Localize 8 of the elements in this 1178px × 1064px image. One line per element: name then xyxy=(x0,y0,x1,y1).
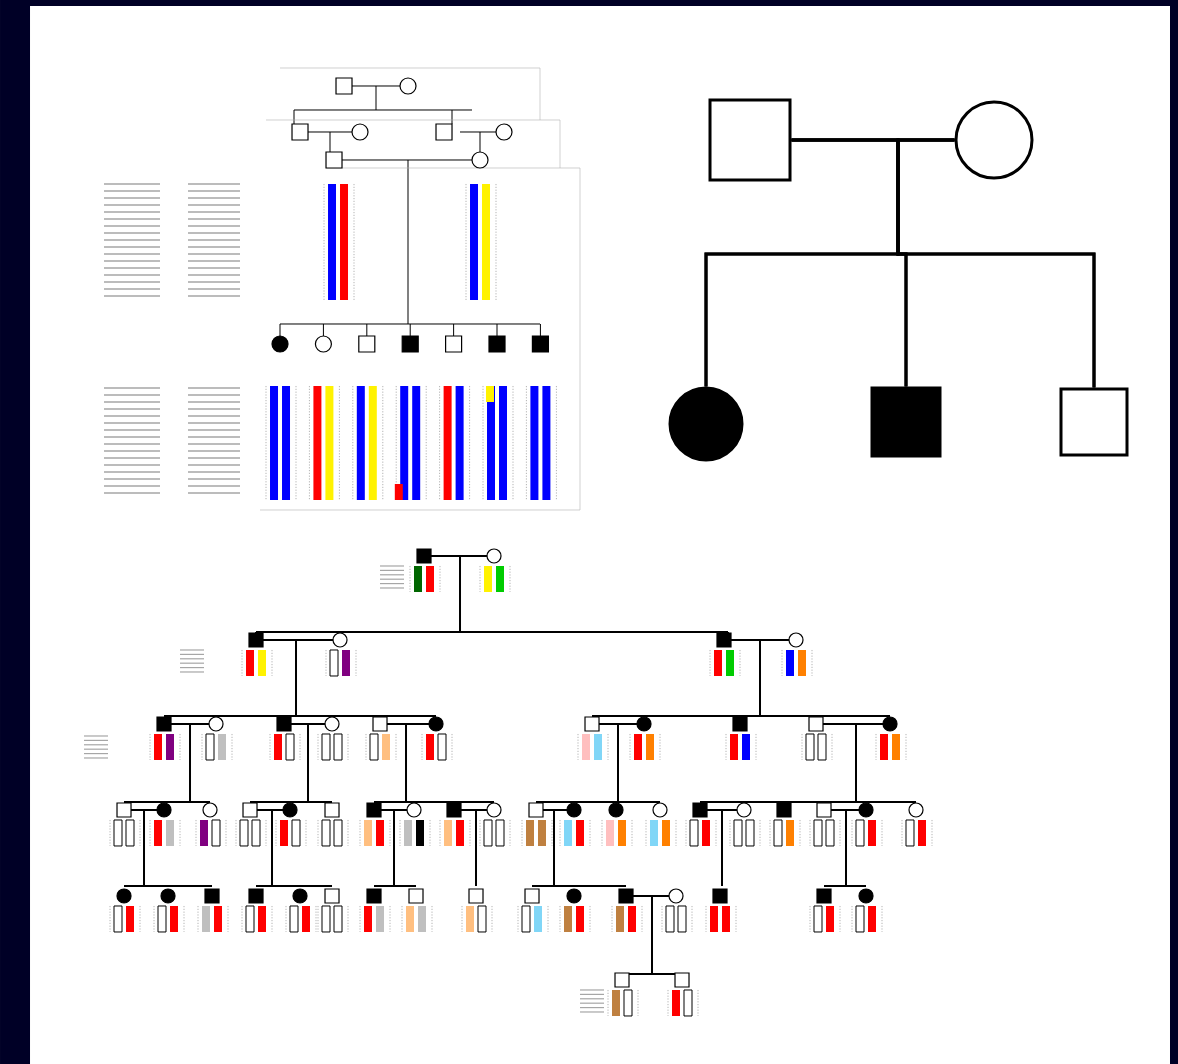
female-circle xyxy=(954,100,1034,180)
male-square xyxy=(1059,387,1129,457)
male-square xyxy=(708,98,792,182)
male-square xyxy=(870,386,942,458)
pedigree-drawing xyxy=(103,67,581,511)
pedigree-line xyxy=(896,138,1096,388)
pedigree-drawing xyxy=(83,548,933,1017)
female-circle xyxy=(668,386,744,462)
